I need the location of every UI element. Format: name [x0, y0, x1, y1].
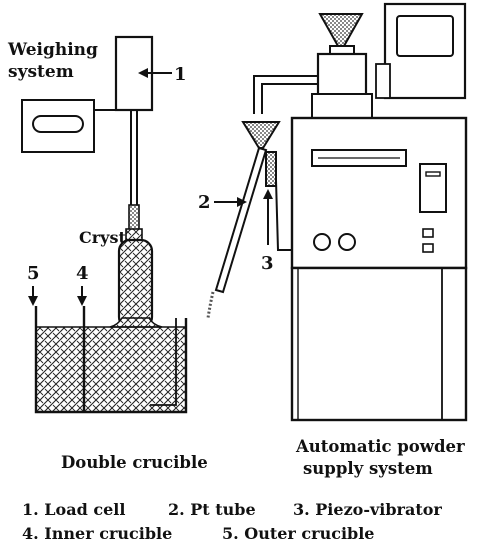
legend-item-pt-tube: 2. Pt tube	[168, 500, 256, 519]
inner-crucible-bottom-port	[150, 318, 177, 406]
arrowhead-4	[77, 296, 87, 306]
legend-item-load-cell: 1. Load cell	[22, 500, 125, 519]
pt-tube-assembly: 2	[198, 121, 281, 319]
automatic-powder-supply-system: 3 Automatic powder supply system	[253, 2, 468, 478]
outer-crucible	[34, 306, 188, 414]
double-crucible-label: Double crucible	[61, 453, 208, 472]
arrowhead-3	[263, 189, 273, 199]
knob-left	[313, 233, 331, 251]
outer-melt	[36, 327, 186, 412]
pt-tube-funnel	[241, 121, 281, 149]
callout-number-3: 3	[261, 253, 274, 274]
callout-number-1: 1	[174, 64, 187, 85]
callout-number-2: 2	[198, 192, 211, 213]
knob-right	[338, 233, 356, 251]
feed-arm	[253, 75, 318, 114]
cabinet-door	[419, 163, 447, 213]
weighing-label-line1: Weighing	[7, 40, 98, 60]
double-crucible: 5 4 Double crucible	[27, 263, 208, 472]
piezo-vibrator	[265, 151, 277, 187]
weighing-display-window	[32, 115, 84, 133]
callout-number-5: 5	[27, 263, 40, 284]
feed-arm-inner	[261, 83, 318, 114]
falling-powder	[206, 291, 215, 319]
legend-item-inner-crucible: 4. Inner crucible	[22, 524, 172, 543]
pt-tube	[214, 146, 268, 294]
top-hopper	[318, 13, 364, 47]
lower-cabinet	[290, 266, 468, 422]
weighing-label-line2: system	[8, 62, 74, 82]
crystal-assembly: Crystal	[79, 204, 154, 330]
switch-top	[422, 228, 434, 238]
arrowhead-1	[138, 68, 148, 78]
legend-item-outer-crucible: 5. Outer crucible	[222, 524, 374, 543]
meniscus	[109, 317, 163, 328]
monitor-screen	[396, 15, 454, 57]
legend: 1. Load cell 2. Pt tube 3. Piezo-vibrato…	[22, 500, 442, 543]
seed-holder	[128, 204, 140, 232]
supply-system-label-line1: Automatic powder	[295, 437, 465, 456]
weighing-system: Weighing system 1	[7, 35, 187, 205]
legend-item-piezo-vibrator: 3. Piezo-vibrator	[293, 500, 442, 519]
monitor-stand-left	[375, 63, 391, 99]
callout-number-4: 4	[76, 263, 89, 284]
feeder-base	[311, 93, 373, 119]
switch-bottom	[422, 243, 434, 253]
cabinet-door-slot	[425, 171, 441, 177]
piezo-cable	[275, 179, 292, 251]
weighing-cable	[94, 100, 117, 111]
supply-system-label-line2: supply system	[303, 459, 433, 478]
hopper-column	[329, 45, 355, 55]
arrowhead-2	[237, 197, 247, 207]
crystal-body	[117, 238, 154, 330]
arrowhead-5	[28, 296, 38, 306]
